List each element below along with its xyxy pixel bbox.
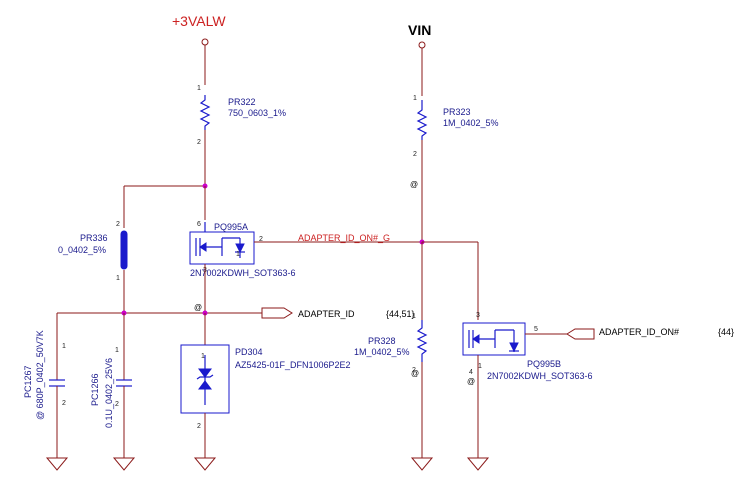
- adapter-id-at: @: [194, 303, 202, 312]
- pc1266-pin2: 2: [115, 401, 119, 408]
- rail-3valw-label: +3VALW: [172, 13, 226, 29]
- net-adapter-id-ref: {44,51}: [386, 309, 415, 319]
- resistor-pr328: 1 2 PR328 1M_0402_5% @: [354, 242, 428, 458]
- pr328-ref: PR328: [368, 336, 396, 346]
- net-adapter-id-on-ref: {44}: [718, 327, 734, 337]
- mosfet-pq995a: 6 PQ995A 2 1 3 2N7002KDWH_SOT363-6: [189, 186, 422, 313]
- pr323-pin1: 1: [413, 95, 417, 102]
- pq995b-pin4: 4: [469, 369, 473, 376]
- pr323-value: 1M_0402_5%: [443, 118, 499, 128]
- pr322-pin1: 1: [197, 85, 201, 92]
- tvs-diode-pd304: 1 PD304 AZ5425-01F_DFN1006P2E2 2: [180, 313, 351, 458]
- pr322-value: 750_0603_1%: [228, 108, 286, 118]
- rail-vin: VIN: [408, 22, 431, 96]
- ground-symbol: [410, 457, 434, 471]
- pd304-pin2: 2: [197, 423, 201, 430]
- pr322-pin2: 2: [197, 139, 201, 146]
- ground-symbol: [45, 457, 69, 471]
- ground-symbol: [112, 457, 136, 471]
- rail-3valw-terminal: [201, 38, 209, 46]
- pd304-pin1: 1: [201, 353, 205, 360]
- ground-symbol: [193, 457, 217, 471]
- pc1266-ref: PC1266: [90, 373, 100, 406]
- pq995b-at: @: [467, 377, 475, 386]
- net-adapter-id: ADAPTER_ID: [298, 309, 355, 319]
- pr323-ref: PR323: [443, 107, 471, 117]
- pr328-pin2: 2: [412, 367, 416, 374]
- resistor-pr322: 1 2 PR322 750_0603_1%: [197, 85, 286, 186]
- pq995a-value: 2N7002KDWH_SOT363-6: [190, 268, 296, 278]
- pq995b-pin1: 1: [478, 363, 482, 370]
- ground-symbol: [466, 457, 490, 471]
- net-adapter-id-on-g: ADAPTER_ID_ON#_G: [298, 233, 390, 243]
- rail-3valw: +3VALW: [172, 13, 226, 85]
- pc1267-ref: PC1267: [23, 365, 33, 398]
- mosfet-pq995b: 3 5 1 4 PQ995B 2N7002KDWH_SOT363-6 @: [422, 241, 593, 458]
- pq995b-pin5: 5: [534, 326, 538, 333]
- pr328-pin1: 1: [412, 313, 416, 320]
- pq995a-pin6: 6: [197, 221, 201, 228]
- net-adapter-id-on: ADAPTER_ID_ON#: [599, 327, 679, 337]
- pr323-at: @: [410, 180, 418, 189]
- pr336-pin2: 2: [116, 221, 120, 228]
- pc1266-value: 0.1U_0402_25V6: [104, 358, 114, 428]
- adapter-id-on-offpage-flag: [566, 328, 595, 340]
- capacitor-pc1266: 1 2 PC1266 0.1U_0402_25V6: [90, 313, 132, 458]
- pd304-ref: PD304: [235, 347, 263, 357]
- rail-vin-terminal: [418, 41, 426, 49]
- pq995b-value: 2N7002KDWH_SOT363-6: [487, 371, 593, 381]
- pr336-pin1: 1: [116, 275, 120, 282]
- resistor-pr336: 2 1 PR336 0_0402_5%: [58, 221, 128, 313]
- pc1266-pin1: 1: [115, 347, 119, 354]
- pq995a-pin1: 1: [236, 251, 240, 258]
- pr322-ref: PR322: [228, 97, 256, 107]
- pd304-value: AZ5425-01F_DFN1006P2E2: [235, 360, 351, 370]
- pr328-at: @: [411, 369, 419, 378]
- adapter-id-offpage-flag: [261, 307, 293, 319]
- pq995a-ref: PQ995A: [214, 222, 248, 232]
- pr336-value: 0_0402_5%: [58, 245, 106, 255]
- pc1267-pin1: 1: [62, 343, 66, 350]
- pq995a-pin2: 2: [259, 236, 263, 243]
- pr336-ref: PR336: [80, 233, 108, 243]
- capacitor-pc1267: 1 2 PC1267 @ 680P_0402_50V7K: [23, 313, 66, 458]
- pq995b-ref: PQ995B: [527, 359, 561, 369]
- pc1267-value: @ 680P_0402_50V7K: [35, 330, 45, 420]
- pr328-value: 1M_0402_5%: [354, 347, 410, 357]
- pq995b-pin3: 3: [476, 312, 480, 319]
- rail-vin-label: VIN: [408, 22, 431, 38]
- pc1267-pin2: 2: [62, 400, 66, 407]
- pr323-pin2: 2: [413, 151, 417, 158]
- resistor-pr323: 1 2 PR323 1M_0402_5% @: [410, 95, 499, 242]
